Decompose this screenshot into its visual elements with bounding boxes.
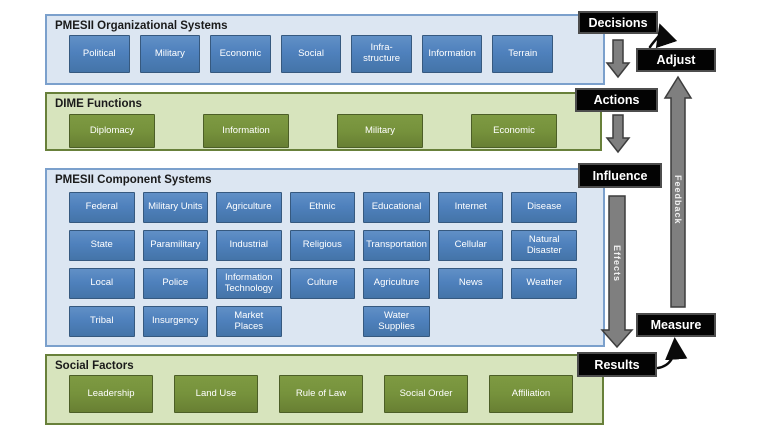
diagram-box-leadership: Leadership <box>69 375 153 413</box>
component-panel-title: PMESII Component Systems <box>55 174 212 186</box>
org-box-row: Political Military Economic Social Infra… <box>69 35 554 73</box>
diagram-box-agriculture: Agriculture <box>216 192 282 223</box>
diagram-box-religious: Religious <box>289 230 356 261</box>
flow-label-actions: Actions <box>575 88 658 112</box>
diagram-box-social: Social <box>280 35 342 73</box>
diagram-box-tribal: Tribal <box>69 306 135 337</box>
diagram-box-educational: Educational <box>363 192 430 223</box>
diagram-box-rule-of-law: Rule of Law <box>279 375 363 413</box>
diagram-box-terrain: Terrain <box>492 35 554 73</box>
diagram-box-internet: Internet <box>437 192 504 223</box>
diagram-box-natural-disaster: Natural Disaster <box>511 230 577 261</box>
diagram-box-economic: Economic <box>471 114 557 148</box>
dime-box-row: Diplomacy Information Military Economic <box>69 114 600 148</box>
diagram-box-social-order: Social Order <box>384 375 468 413</box>
flow-label-adjust: Adjust <box>636 48 716 72</box>
flow-label-measure: Measure <box>636 313 716 337</box>
diagram-box-transportation: Transportation <box>363 230 430 261</box>
component-grid: Federal Military Units Agriculture Ethni… <box>69 192 577 337</box>
diagram-box-state: State <box>69 230 135 261</box>
feedback-arrow-label: Feedback <box>673 175 683 225</box>
diagram-box-weather: Weather <box>511 268 577 299</box>
diagram-box-insurgency: Insurgency <box>142 306 209 337</box>
diagram-box-land-use: Land Use <box>174 375 258 413</box>
org-systems-panel: PMESII Organizational Systems Political … <box>45 14 605 85</box>
flow-label-decisions: Decisions <box>578 11 658 34</box>
diagram-box-information-technology: Information Technology <box>216 268 282 299</box>
social-factors-panel: Social Factors Leadership Land Use Rule … <box>45 354 604 425</box>
effects-arrow-label: Effects <box>612 245 622 283</box>
diagram-box-diplomacy: Diplomacy <box>69 114 155 148</box>
dime-functions-panel: DIME Functions Diplomacy Information Mil… <box>45 92 602 151</box>
down-arrow-icon <box>605 39 631 79</box>
diagram-box-military-units: Military Units <box>142 192 209 223</box>
diagram-box-political: Political <box>69 35 130 73</box>
diagram-box-market-places: Market Places <box>216 306 282 337</box>
dime-panel-title: DIME Functions <box>55 98 142 110</box>
flow-label-results: Results <box>577 352 657 377</box>
social-panel-title: Social Factors <box>55 360 134 372</box>
diagram-box-agriculture-2: Agriculture <box>363 268 430 299</box>
diagram-box-federal: Federal <box>69 192 135 223</box>
diagram-box-economic: Economic <box>210 35 271 73</box>
diagram-box-culture: Culture <box>289 268 356 299</box>
component-systems-panel: PMESII Component Systems Federal Militar… <box>45 168 605 347</box>
diagram-box-military: Military <box>139 35 201 73</box>
diagram-box-paramilitary: Paramilitary <box>142 230 209 261</box>
diagram-box-information: Information <box>203 114 289 148</box>
down-arrow-icon <box>605 114 631 154</box>
flow-label-influence: Influence <box>578 163 662 188</box>
diagram-box-police: Police <box>142 268 209 299</box>
org-panel-title: PMESII Organizational Systems <box>55 20 228 32</box>
results-to-measure-arrow-icon <box>656 337 688 370</box>
diagram-box-disease: Disease <box>511 192 577 223</box>
diagram-box-cellular: Cellular <box>437 230 504 261</box>
diagram-box-news: News <box>437 268 504 299</box>
diagram-box-industrial: Industrial <box>216 230 282 261</box>
diagram-box-water-supplies: Water Supplies <box>363 306 430 337</box>
diagram-box-ethnic: Ethnic <box>289 192 356 223</box>
diagram-box-affiliation: Affiliation <box>489 375 573 413</box>
diagram-box-infrastructure: Infra-structure <box>351 35 412 73</box>
diagram-box-information: Information <box>421 35 483 73</box>
social-box-row: Leadership Land Use Rule of Law Social O… <box>69 375 602 413</box>
diagram-box-local: Local <box>69 268 135 299</box>
diagram-box-military: Military <box>337 114 423 148</box>
